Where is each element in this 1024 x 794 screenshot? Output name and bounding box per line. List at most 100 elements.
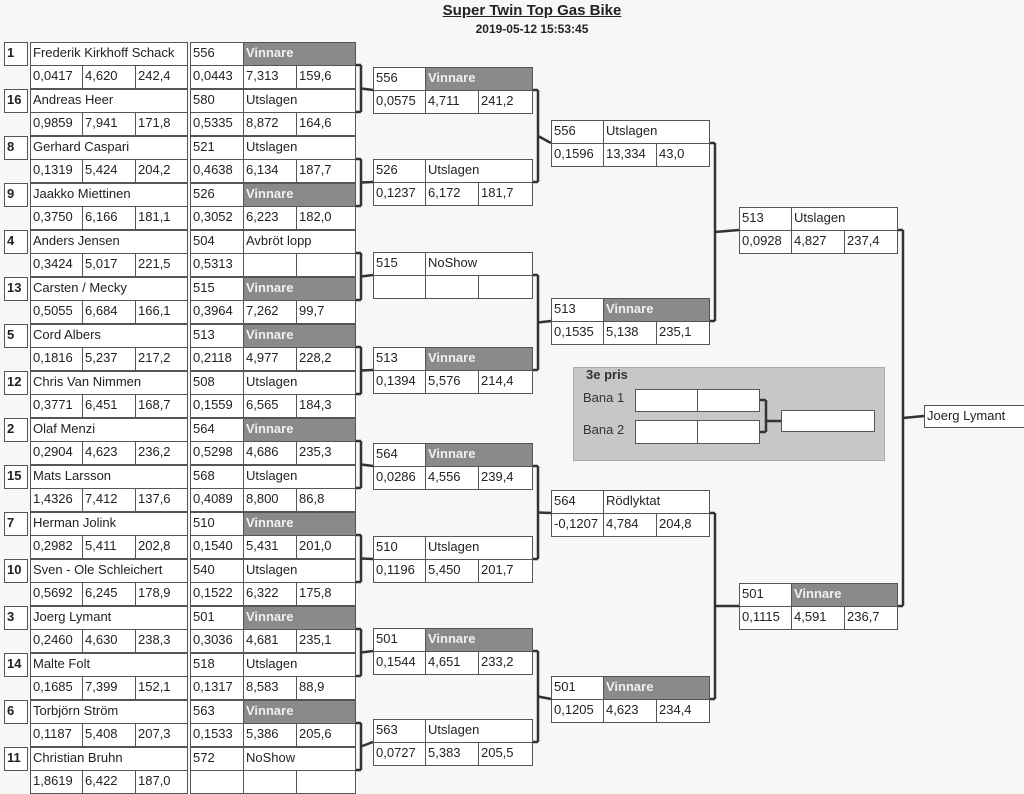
r2-result-status: Utslagen — [425, 536, 533, 560]
r2-result-status: Vinnare — [425, 443, 533, 467]
r1-result-speed: 187,7 — [296, 159, 356, 183]
rider-elapsed-time: 6,422 — [82, 770, 136, 794]
final-result-status: Utslagen — [791, 207, 898, 231]
rider-speed: 166,1 — [135, 300, 188, 324]
r1-result-speed: 88,9 — [296, 676, 356, 700]
r2-result-speed: 205,5 — [478, 742, 533, 766]
r1-result-reaction-time: 0,0443 — [190, 65, 244, 89]
rider-reaction-time: 0,2460 — [30, 629, 83, 653]
rider-name: Andreas Heer — [30, 89, 188, 113]
r1-result-speed: 184,3 — [296, 394, 356, 418]
r2-result-reaction-time: 0,0575 — [373, 90, 426, 114]
final-result-reaction-time: 0,0928 — [739, 230, 792, 254]
seed-number: 16 — [4, 89, 28, 113]
r1-result-reaction-time: 0,5313 — [190, 253, 244, 277]
r1-result-number: 540 — [190, 559, 244, 583]
rider-elapsed-time: 6,245 — [82, 582, 136, 606]
r2-result-speed: 201,7 — [478, 559, 533, 583]
r2-result-reaction-time — [373, 275, 426, 299]
r2-result-number: 564 — [373, 443, 426, 467]
final-result-reaction-time: 0,1115 — [739, 606, 792, 630]
r2-result-elapsed-time: 5,450 — [425, 559, 479, 583]
rider-speed: 221,5 — [135, 253, 188, 277]
rider-reaction-time: 0,3771 — [30, 394, 83, 418]
seed-number: 5 — [4, 324, 28, 348]
r1-result-elapsed-time: 7,262 — [243, 300, 297, 324]
r1-result-number: 580 — [190, 89, 244, 113]
seed-number: 6 — [4, 700, 28, 724]
r2-result-status: NoShow — [425, 252, 533, 276]
r1-result-status: Vinnare — [243, 324, 356, 348]
r2-result-reaction-time: 0,1544 — [373, 651, 426, 675]
rider-speed: 178,9 — [135, 582, 188, 606]
r2-result-status: Vinnare — [425, 347, 533, 371]
rider-reaction-time: 0,3424 — [30, 253, 83, 277]
r2-result-speed: 239,4 — [478, 466, 533, 490]
rider-elapsed-time: 4,630 — [82, 629, 136, 653]
r1-result-speed: 201,0 — [296, 535, 356, 559]
timestamp: 2019-05-12 15:53:45 — [475, 22, 589, 36]
r2-result-speed — [478, 275, 533, 299]
r2-result-elapsed-time: 4,711 — [425, 90, 479, 114]
rider-name: Jaakko Miettinen — [30, 183, 188, 207]
r1-result-elapsed-time: 8,872 — [243, 112, 297, 136]
r2-result-speed: 181,7 — [478, 182, 533, 206]
r1-result-number: 515 — [190, 277, 244, 301]
rider-name: Malte Folt — [30, 653, 188, 677]
semi-result-speed: 235,1 — [656, 321, 710, 345]
r1-result-speed: 205,6 — [296, 723, 356, 747]
rider-name: Torbjörn Ström — [30, 700, 188, 724]
semi-result-number: 564 — [551, 490, 604, 514]
rider-speed: 236,2 — [135, 441, 188, 465]
r2-result-number: 563 — [373, 719, 426, 743]
semi-result-elapsed-time: 4,623 — [603, 699, 657, 723]
third-lane-2-cell-b — [697, 420, 760, 444]
page-title: Super Twin Top Gas Bike — [442, 2, 622, 19]
rider-elapsed-time: 5,017 — [82, 253, 136, 277]
r1-result-elapsed-time: 6,565 — [243, 394, 297, 418]
rider-reaction-time: 0,9859 — [30, 112, 83, 136]
r1-result-status: Vinnare — [243, 700, 356, 724]
rider-speed: 152,1 — [135, 676, 188, 700]
r1-result-status: Vinnare — [243, 606, 356, 630]
rider-speed: 204,2 — [135, 159, 188, 183]
rider-reaction-time: 0,2904 — [30, 441, 83, 465]
seed-number: 9 — [4, 183, 28, 207]
rider-reaction-time: 0,1816 — [30, 347, 83, 371]
semi-result-status: Utslagen — [603, 120, 710, 144]
final-result-speed: 236,7 — [844, 606, 898, 630]
r1-result-number: 508 — [190, 371, 244, 395]
r1-result-speed — [296, 253, 356, 277]
r2-result-speed: 214,4 — [478, 370, 533, 394]
rider-reaction-time: 0,1319 — [30, 159, 83, 183]
r1-result-reaction-time: 0,4638 — [190, 159, 244, 183]
r1-result-elapsed-time: 8,583 — [243, 676, 297, 700]
rider-speed: 187,0 — [135, 770, 188, 794]
r1-result-elapsed-time: 8,800 — [243, 488, 297, 512]
seed-number: 8 — [4, 136, 28, 160]
r1-result-reaction-time: 0,3036 — [190, 629, 244, 653]
rider-speed: 171,8 — [135, 112, 188, 136]
semi-result-number: 501 — [551, 676, 604, 700]
r2-result-status: Vinnare — [425, 628, 533, 652]
seed-number: 14 — [4, 653, 28, 677]
semi-result-elapsed-time: 5,138 — [603, 321, 657, 345]
r1-result-speed — [296, 770, 356, 794]
r1-result-reaction-time: 0,5298 — [190, 441, 244, 465]
rider-reaction-time: 0,5692 — [30, 582, 83, 606]
r1-result-speed: 182,0 — [296, 206, 356, 230]
r2-result-status: Utslagen — [425, 159, 533, 183]
r1-result-elapsed-time: 4,977 — [243, 347, 297, 371]
rider-elapsed-time: 5,411 — [82, 535, 136, 559]
rider-elapsed-time: 4,620 — [82, 65, 136, 89]
r1-result-number: 513 — [190, 324, 244, 348]
rider-reaction-time: 0,1685 — [30, 676, 83, 700]
rider-name: Cord Albers — [30, 324, 188, 348]
r1-result-elapsed-time: 5,431 — [243, 535, 297, 559]
rider-reaction-time: 1,4326 — [30, 488, 83, 512]
semi-result-elapsed-time: 13,334 — [603, 143, 657, 167]
rider-elapsed-time: 5,408 — [82, 723, 136, 747]
rider-elapsed-time: 4,623 — [82, 441, 136, 465]
r1-result-elapsed-time — [243, 253, 297, 277]
rider-name: Anders Jensen — [30, 230, 188, 254]
